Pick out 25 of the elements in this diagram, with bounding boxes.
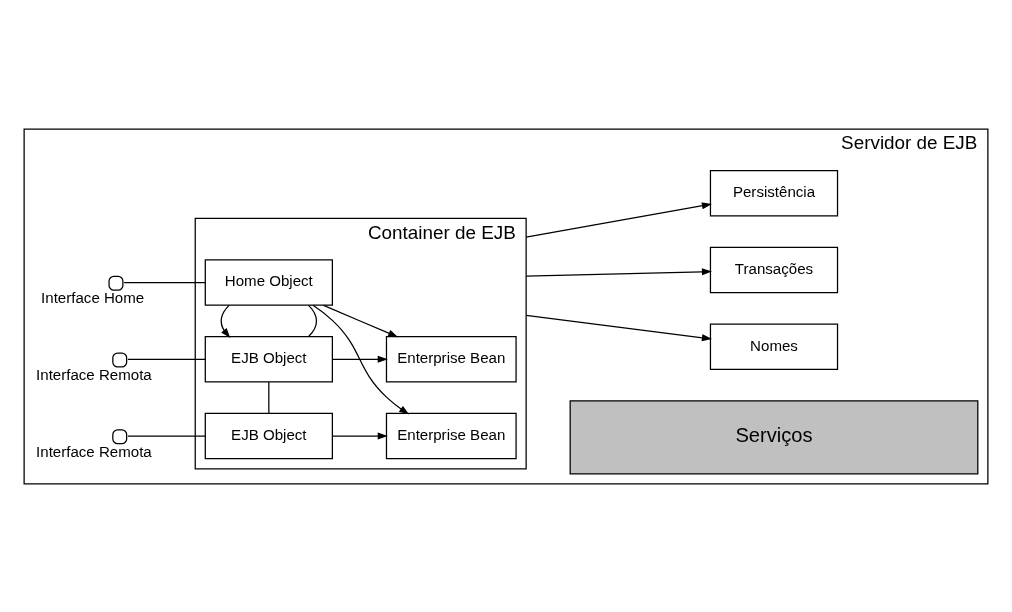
- connector: [127, 358, 206, 360]
- node-label: Interface Home: [41, 288, 145, 306]
- arrow: [525, 314, 712, 341]
- node-box: EJB Object: [204, 412, 333, 459]
- connector: [308, 304, 318, 337]
- node-box: Enterprise Bean: [385, 335, 517, 383]
- connector: [268, 380, 270, 414]
- node-box: Transações: [709, 246, 839, 293]
- arrow: [331, 432, 388, 440]
- node-box: Home Object: [204, 258, 333, 306]
- node-box: Serviços: [569, 399, 979, 474]
- arrow: [525, 201, 712, 238]
- arrow: [312, 304, 410, 414]
- arrow: [525, 267, 712, 277]
- node-box: EJB Object: [204, 335, 333, 383]
- node-box: Enterprise Bean: [385, 412, 517, 459]
- node-box: Nomes: [709, 323, 839, 370]
- connector: [123, 281, 206, 283]
- arrow: [331, 355, 388, 363]
- node-label: Interface Remota: [36, 442, 152, 460]
- node-box: Persistência: [709, 169, 839, 217]
- node-label: Interface Remota: [36, 365, 152, 383]
- connector: [127, 434, 206, 437]
- arrow: [220, 304, 231, 338]
- arrow: [322, 304, 399, 337]
